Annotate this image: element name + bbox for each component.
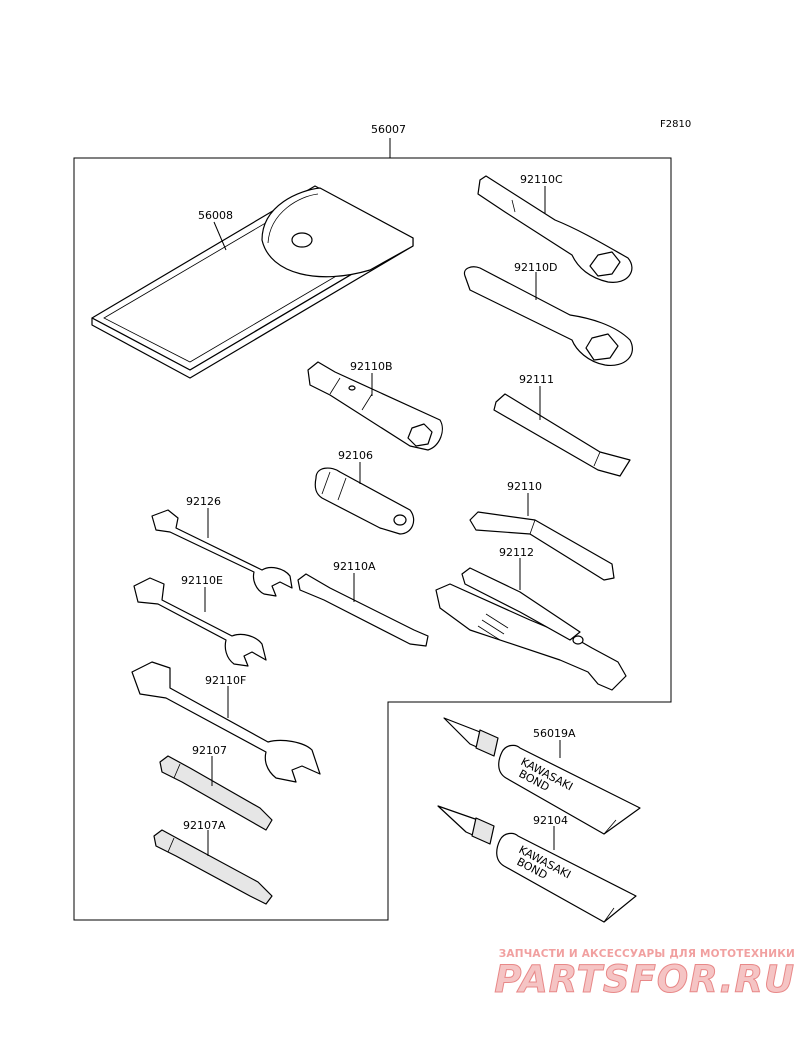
watermark-logo: PARTSFOR.RU [494, 958, 795, 1001]
callout-92126: 92126 [186, 495, 221, 508]
callout-92106: 92106 [338, 449, 373, 462]
callout-92112: 92112 [499, 546, 534, 559]
callout-92107a: 92107A [183, 819, 226, 832]
kit-frame [73, 157, 672, 921]
callout-56008: 56008 [198, 209, 233, 222]
screwdriver-92107a [153, 829, 273, 905]
hex-key-92110 [469, 511, 615, 581]
pliers-92112 [435, 567, 627, 691]
callout-92110c: 92110C [520, 173, 563, 186]
callout-92110e: 92110E [181, 574, 223, 587]
bond-tube-56019a: KAWASAKI BOND [443, 717, 641, 835]
wrench-92126 [151, 509, 293, 597]
callout-92110f: 92110F [205, 674, 246, 687]
spoke-tool-92110a [297, 573, 429, 647]
plug-wrench-92110b [307, 361, 443, 451]
callout-92110: 92110 [507, 480, 542, 493]
adapter-92106 [314, 467, 415, 535]
box-wrench-92110d [463, 266, 633, 367]
figure-code: F2810 [660, 119, 692, 130]
bond-tube-92104: KAWASAKI BOND [437, 805, 637, 923]
box-wrench-92110c [477, 175, 633, 283]
callout-56007: 56007 [371, 123, 406, 136]
callout-92104: 92104 [533, 814, 568, 827]
callout-92110d: 92110D [514, 261, 557, 274]
screwdriver-92107 [159, 755, 273, 831]
callout-92110b: 92110B [350, 360, 393, 373]
tool-bag [91, 185, 414, 379]
callout-56019a: 56019A [533, 727, 576, 740]
callout-92110a: 92110A [333, 560, 376, 573]
watermark-caption: ЗАПЧАСТИ И АКСЕССУАРЫ ДЛЯ МОТОТЕХНИКИ [498, 948, 795, 960]
wrench-92110f [131, 661, 321, 783]
watermark: ЗАПЧАСТИ И АКСЕССУАРЫ ДЛЯ МОТОТЕХНИКИ PA… [470, 948, 795, 1000]
callout-92107: 92107 [192, 744, 227, 757]
bar-92111 [493, 393, 631, 477]
wrench-92110e [133, 577, 267, 667]
callout-92111: 92111 [519, 373, 554, 386]
